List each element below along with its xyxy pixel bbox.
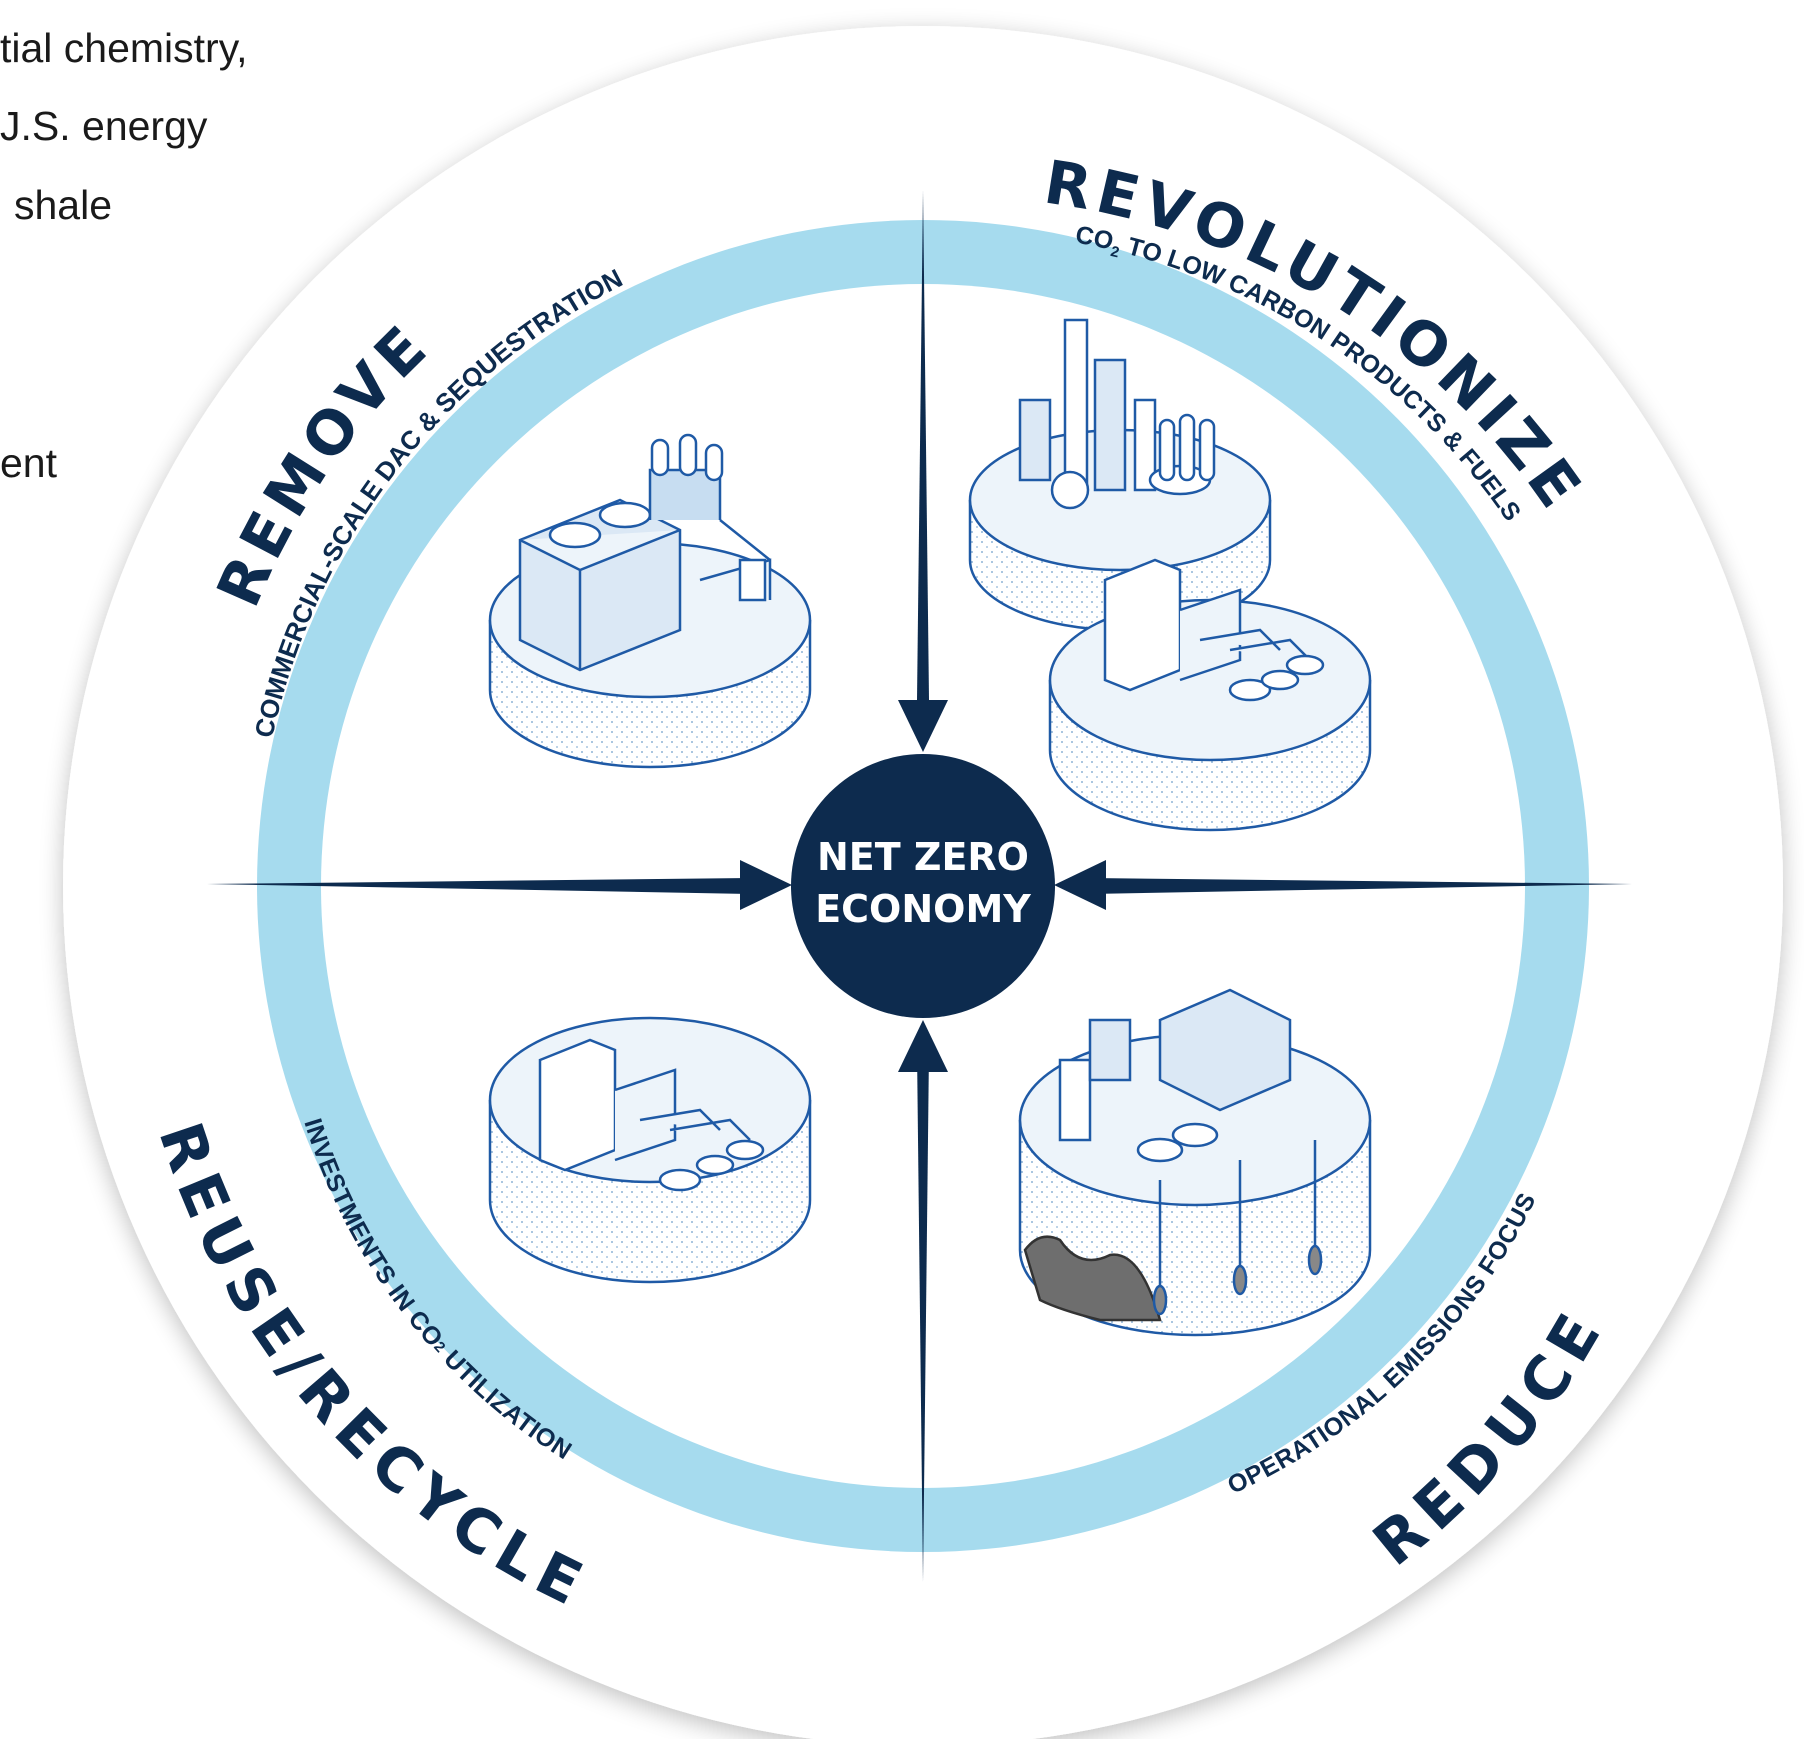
- center-circle: [791, 754, 1055, 1018]
- refinery-icon: [968, 318, 1272, 632]
- center-title-line2: ECONOMY: [815, 887, 1031, 931]
- intro-line-4: ent: [0, 440, 57, 486]
- arrow-right-icon: [740, 860, 792, 910]
- center-title-line1: NET ZERO: [817, 835, 1029, 879]
- divider-top: [917, 190, 929, 700]
- factory-icon: [1048, 558, 1372, 832]
- intro-line-2: J.S. energy: [0, 103, 208, 149]
- divider-right: [1090, 878, 1632, 894]
- emissions-facility-icon: [1018, 988, 1372, 1337]
- arrow-down-icon: [898, 700, 948, 752]
- dac-facility-icon: [488, 433, 812, 769]
- intro-line-1: tial chemistry,: [0, 25, 248, 71]
- co2-utilization-plant-icon: [488, 1016, 812, 1284]
- divider-bottom: [917, 1050, 929, 1582]
- intro-line-3: shale: [14, 182, 113, 228]
- divider-left: [207, 878, 750, 894]
- arrow-left-icon: [1054, 860, 1106, 910]
- arrow-up-icon: [898, 1020, 948, 1072]
